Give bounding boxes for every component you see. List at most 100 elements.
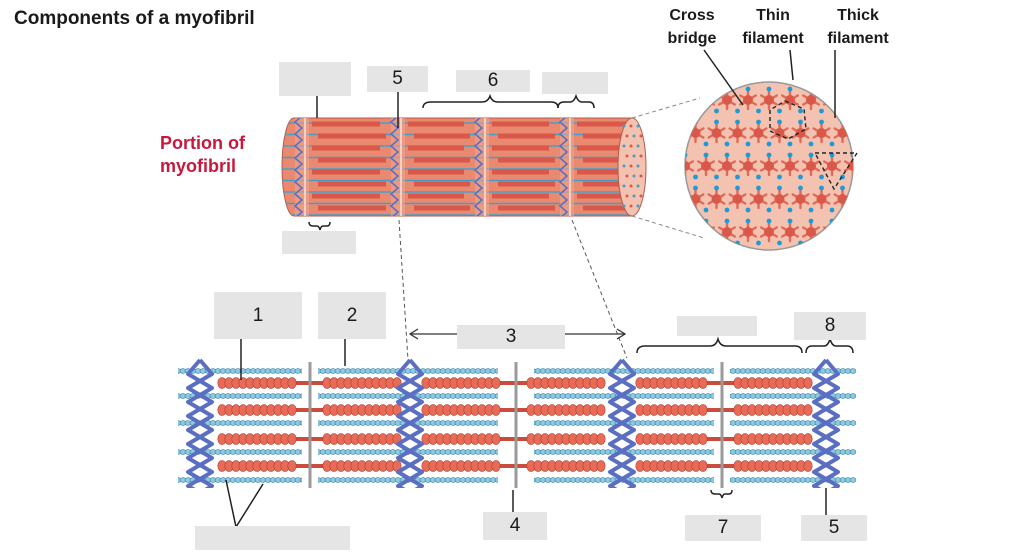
thick-filament-dot <box>796 62 806 72</box>
cross-bridge-arm <box>866 232 874 237</box>
thin-filament-dot <box>893 274 898 279</box>
myofibril-label-line-2: myofibril <box>160 156 237 176</box>
cross-bridge-arm <box>664 96 672 101</box>
arrow-3-left-head <box>408 328 419 340</box>
label-box-5-bottom[interactable]: 5 <box>801 515 867 541</box>
cylinder-myosin-bar <box>583 181 632 187</box>
cross-bridge-arm <box>656 162 664 167</box>
thick-filament-dot <box>880 260 890 270</box>
cross-bridge-arm <box>885 67 893 72</box>
label-box-1[interactable]: 1 <box>214 292 302 339</box>
cross-bridge-label-line-1: Cross <box>669 7 715 24</box>
cross-bridge-arm <box>851 94 853 102</box>
label-box-a-band-blank[interactable] <box>677 316 757 336</box>
cross-bridge-arm <box>664 100 672 105</box>
cylinder-myosin-bar <box>414 205 470 211</box>
cross-bridge-arm <box>759 265 767 270</box>
cross-bridge-arm <box>685 230 687 238</box>
thick-filament-dot <box>722 161 732 171</box>
cross-bridge-arm <box>759 67 767 72</box>
label-box-3[interactable]: 3 <box>457 325 565 349</box>
end-face-dot <box>639 154 643 158</box>
myosin-head <box>596 377 606 389</box>
thick-filament-core <box>636 464 812 468</box>
end-face-dot <box>622 144 626 148</box>
cross-bridge-arm <box>751 265 759 270</box>
z-disc <box>812 358 840 488</box>
thick-filament-dot <box>848 161 853 171</box>
thick-filament-dot <box>838 260 848 270</box>
thick-filament-dot <box>722 95 732 105</box>
thin-filament-dot <box>872 153 877 158</box>
cross-bridge-arm <box>801 265 809 270</box>
label-box-5-top[interactable]: 5 <box>367 66 428 92</box>
end-face-dot <box>639 134 643 138</box>
cross-bridge-arm <box>844 94 853 102</box>
label-box-6[interactable]: 6 <box>456 70 530 92</box>
thin-filament-dot <box>714 174 719 180</box>
thin-filament-dot <box>798 119 803 125</box>
thin-filament-dot <box>903 175 908 180</box>
thin-filament-dot <box>893 208 898 213</box>
label-box-8[interactable]: 8 <box>794 312 866 340</box>
cross-bridge-arm <box>885 63 893 68</box>
thin-filament-dot <box>914 274 919 279</box>
cross-bridge-arm <box>688 261 696 266</box>
cross-bridge-arm <box>830 230 841 238</box>
cross-bridge-arm <box>738 261 746 266</box>
end-face-dot <box>632 154 636 158</box>
cross-bridge-arm <box>856 129 864 134</box>
thick-filament-dot <box>806 227 816 237</box>
thick-filament-dot <box>880 128 890 138</box>
label-box-4[interactable]: 4 <box>483 512 547 540</box>
thin-filament-dot <box>693 240 698 246</box>
end-face-dot <box>632 194 636 198</box>
cross-bridge-arm <box>704 230 715 238</box>
cross-bridge-arm <box>843 265 851 270</box>
thick-filament-dot <box>869 227 879 237</box>
label-box-7[interactable]: 7 <box>685 515 761 541</box>
thin-filament-dot <box>829 141 835 147</box>
end-face-dot <box>629 204 633 208</box>
cross-bridge-arm <box>730 63 738 68</box>
thin-filament-dot <box>872 76 877 81</box>
cross-bridge-arm <box>696 261 704 266</box>
cylinder-myosin-bar <box>312 169 380 175</box>
cylinder-myosin-bar <box>583 133 632 139</box>
cylinder-myosin-bar <box>318 205 386 211</box>
thin-filament-dot <box>882 252 887 257</box>
cross-bridge-arm <box>696 63 704 68</box>
myofibril-label: Portion of myofibril <box>160 132 245 178</box>
label-box-top-blank[interactable] <box>279 62 351 96</box>
thin-filament-dot <box>746 274 751 279</box>
end-face-dot <box>625 134 629 138</box>
label-box-bottom-left-blank[interactable] <box>195 526 350 550</box>
z-disc <box>608 358 636 488</box>
cross-bridge-arm <box>688 63 696 68</box>
thin-filament-dot <box>798 174 803 180</box>
cross-bridge-arm <box>667 195 675 200</box>
label-box-2[interactable]: 2 <box>318 292 386 339</box>
cross-bridge-arm <box>656 166 664 171</box>
end-face-dot <box>629 124 633 128</box>
cylinder-z-disc <box>293 118 304 216</box>
myofibril-cylinder <box>281 117 647 217</box>
cross-bridge-arm <box>823 94 834 102</box>
cross-bridge-arm <box>772 63 780 68</box>
thick-filament-dot <box>848 227 853 237</box>
thin-filament-label: Thin filament <box>734 4 812 50</box>
thin-filament-dot <box>798 252 803 257</box>
label-box-cylinder-bottom-blank[interactable] <box>282 231 356 254</box>
cross-bridge-arm <box>664 228 672 233</box>
cross-bridge-arm <box>685 94 694 102</box>
cross-bridge-arm <box>866 166 874 171</box>
thin-filament-dot <box>651 186 656 191</box>
cylinder-myosin-bar <box>583 157 632 163</box>
cross-bridge-arm <box>866 162 874 167</box>
z-disc <box>608 358 636 488</box>
thin-filament-dot <box>840 185 845 191</box>
thick-filament-dot <box>670 128 680 138</box>
thin-filament-dot <box>662 153 667 158</box>
label-box-top-right-blank[interactable] <box>542 72 608 94</box>
